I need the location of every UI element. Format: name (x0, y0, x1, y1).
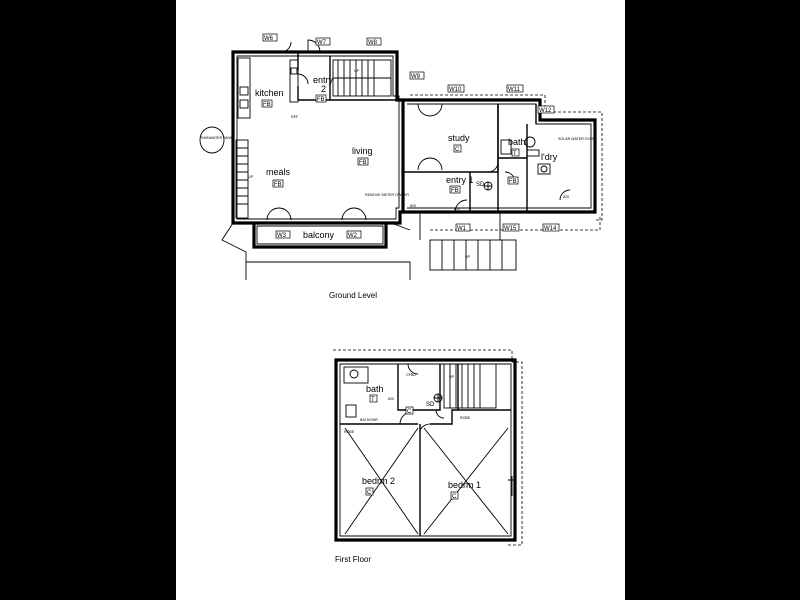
window-w8: W8 (368, 40, 378, 46)
note-up-stair-entry2: UP (354, 69, 360, 73)
room-entry1-label: entry 1 (446, 175, 474, 185)
first-floor-caption: First Floor (335, 555, 371, 564)
code-bedrm2: C (367, 490, 372, 496)
note-up-stair-meals: UP (248, 175, 254, 179)
note-remove-meter: REMOVE METER OWNER (365, 193, 409, 197)
window-w1: W1 (457, 226, 467, 232)
code-meals: FB (274, 182, 282, 188)
note-door-820-b: 820 (454, 207, 460, 211)
note-robe-b: ROBE (460, 416, 471, 420)
note-rainwater-tank: RAINWATER TANK (201, 136, 233, 140)
code-study: C (455, 147, 460, 153)
plan-sheet: kitchen entry 2 living meals study bath … (176, 0, 625, 600)
room-bath-ff-label: bath (366, 384, 384, 394)
room-kitchen-label: kitchen (255, 88, 284, 98)
room-meals-label: meals (266, 167, 291, 177)
note-door-820-c: 820 (563, 195, 569, 199)
note-ref: REF (291, 115, 299, 119)
room-entry2-label: entry (313, 75, 334, 85)
window-w11: W11 (508, 87, 521, 93)
window-w15: W15 (504, 226, 517, 232)
note-bath-shr: BATH/SHR (360, 418, 378, 422)
first-floor-plan: bath T C bedrm 2 C bedrm 1 C CPBD SD BAT… (333, 349, 523, 564)
note-cpbd: CPBD (406, 373, 416, 377)
room-entry2-number: 2 (321, 84, 326, 94)
code-bath-ff: T (371, 397, 375, 403)
window-w6: W6 (264, 36, 274, 42)
room-bedrm1-label: bedrm 1 (448, 480, 481, 490)
ground-level-plan: kitchen entry 2 living meals study bath … (199, 33, 603, 300)
room-bath-label: bath (508, 137, 526, 147)
window-w12: W12 (539, 108, 552, 114)
ground-level-caption: Ground Level (329, 291, 377, 300)
window-w14: W14 (544, 226, 557, 232)
code-entry1: FB (451, 188, 459, 194)
note-smoke-detector-ff: SD (426, 402, 435, 408)
window-w7: W7 (317, 40, 327, 46)
room-living-label: living (352, 146, 373, 156)
room-bedrm2-label: bedrm 2 (362, 476, 395, 486)
note-up-stair-lower: UP (465, 255, 471, 259)
code-bath: T (513, 151, 517, 157)
code-bedrm1: C (452, 494, 457, 500)
note-robe-a: ROBE (344, 430, 355, 434)
window-w3: W3 (277, 233, 287, 239)
window-w10: W10 (449, 87, 462, 93)
code-kitchen: FB (263, 102, 271, 108)
floor-plan-drawing: kitchen entry 2 living meals study bath … (199, 33, 603, 564)
code-entry2: FB (317, 97, 325, 103)
note-solar-water: SOLAR WATER OVER (558, 137, 595, 141)
code-living: FB (359, 160, 367, 166)
note-up-ff: UP (449, 375, 455, 379)
room-study-label: study (448, 133, 470, 143)
code-bath-ff-c: C (407, 409, 412, 415)
note-door-820-ff: 820 (388, 397, 394, 401)
room-balcony-label: balcony (303, 230, 335, 240)
code-laundry: FB (509, 179, 517, 185)
window-w2: W2 (348, 233, 358, 239)
window-w9: W9 (411, 74, 421, 80)
note-door-820-a: 820 (410, 204, 416, 208)
room-laundry-label: l'dry (541, 152, 558, 162)
note-smoke-detector: SD (476, 182, 485, 188)
